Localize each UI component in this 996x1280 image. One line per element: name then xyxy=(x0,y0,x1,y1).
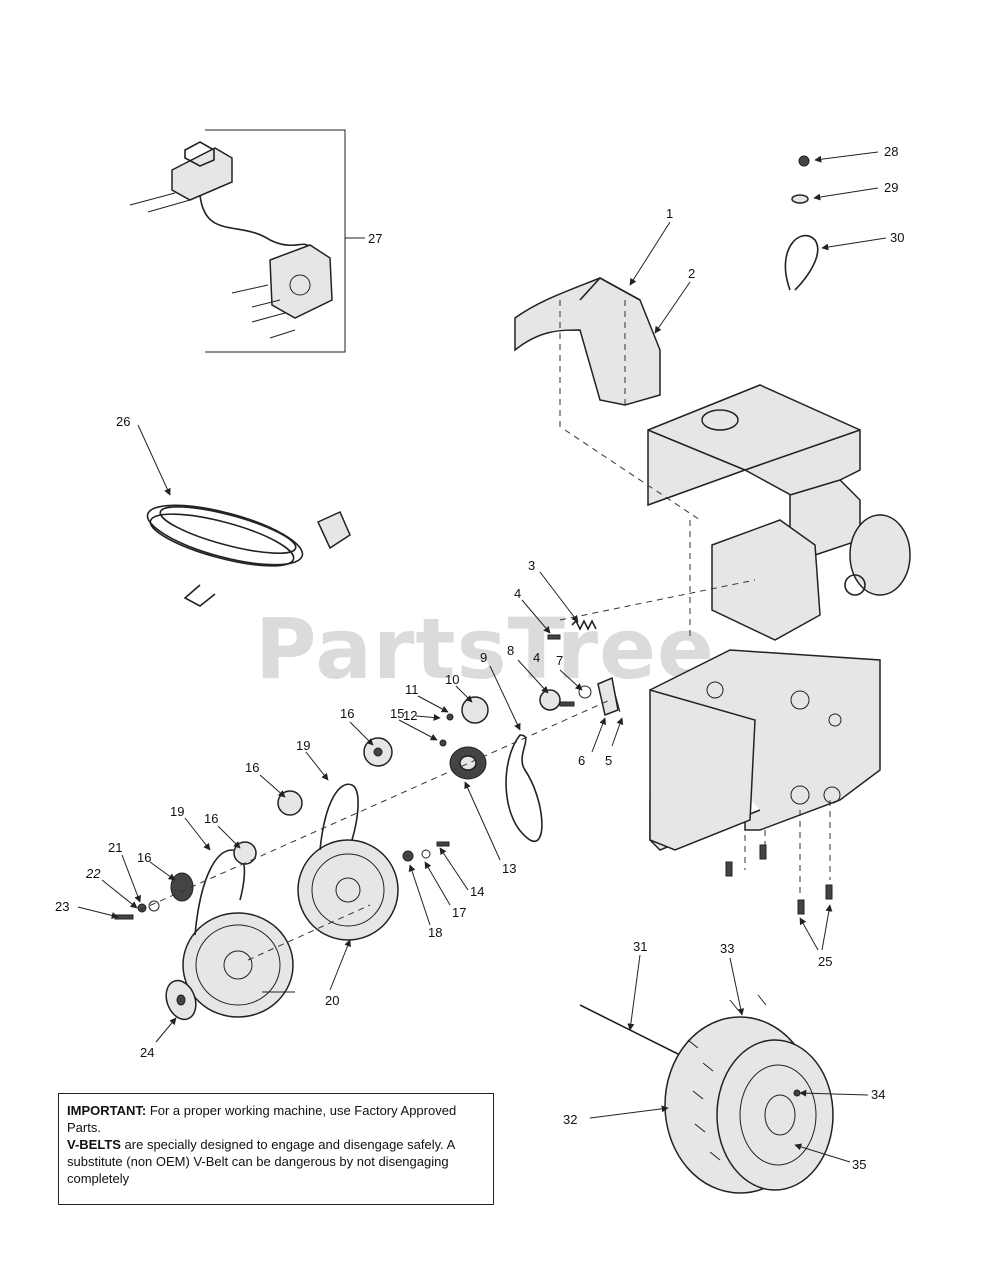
callout-11: 11 xyxy=(405,682,419,697)
callout-35: 35 xyxy=(852,1157,866,1172)
callout-2: 2 xyxy=(688,266,695,281)
callout-12: 12 xyxy=(403,708,417,723)
axle-and-wheel xyxy=(579,994,834,1194)
callout-23: 23 xyxy=(55,899,69,914)
callout-16b: 16 xyxy=(245,760,259,775)
callout-13: 13 xyxy=(502,861,516,876)
callout-4a: 4 xyxy=(514,586,521,601)
callout-19a: 19 xyxy=(296,738,310,753)
callout-32: 32 xyxy=(563,1112,577,1127)
callout-16a: 16 xyxy=(340,706,354,721)
callout-8: 8 xyxy=(507,643,514,658)
callout-14: 14 xyxy=(470,884,484,899)
electric-starter-kit xyxy=(129,129,346,353)
callout-15: 15 xyxy=(390,706,404,721)
callout-30: 30 xyxy=(890,230,904,245)
callout-24: 24 xyxy=(140,1045,154,1060)
shear-pin-and-clip xyxy=(784,155,819,291)
callout-28: 28 xyxy=(884,144,898,159)
callout-22: 22 xyxy=(85,866,101,881)
callout-33: 33 xyxy=(720,941,734,956)
callout-29: 29 xyxy=(884,180,898,195)
drive-pulleys-and-belts xyxy=(114,619,619,1021)
watermark-text: PartsTree xyxy=(255,600,715,698)
callout-27: 27 xyxy=(368,231,382,246)
callout-5: 5 xyxy=(605,753,612,768)
callout-20: 20 xyxy=(325,993,339,1008)
callout-leaders xyxy=(77,151,887,1163)
callout-10: 10 xyxy=(445,672,459,687)
callout-16d: 16 xyxy=(137,850,151,865)
extension-cord xyxy=(146,504,351,607)
callout-1: 1 xyxy=(666,206,673,221)
callout-34: 34 xyxy=(871,1087,885,1102)
vbelts-label: V-BELTS xyxy=(67,1137,121,1152)
important-note-box: IMPORTANT: For a proper working machine,… xyxy=(58,1093,494,1205)
callout-31: 31 xyxy=(633,939,647,954)
callout-26: 26 xyxy=(116,414,130,429)
important-text: For a proper working machine, use Factor… xyxy=(67,1103,457,1135)
callout-7: 7 xyxy=(556,653,563,668)
callout-18: 18 xyxy=(428,925,442,940)
important-label: IMPORTANT: xyxy=(67,1103,147,1118)
callout-25: 25 xyxy=(818,954,832,969)
callout-17: 17 xyxy=(452,905,466,920)
callout-4b: 4 xyxy=(533,650,540,665)
callout-21: 21 xyxy=(108,840,122,855)
vbelts-text: are specially designed to engage and dis… xyxy=(67,1137,455,1186)
belt-cover xyxy=(514,276,661,430)
frame-plate xyxy=(649,649,881,915)
callout-6: 6 xyxy=(578,753,585,768)
callout-3: 3 xyxy=(528,558,535,573)
engine xyxy=(559,384,911,641)
callout-16c: 16 xyxy=(204,811,218,826)
callout-9: 9 xyxy=(480,650,487,665)
callout-19b: 19 xyxy=(170,804,184,819)
callout-labels: 1 2 3 4 4 5 6 7 8 9 10 11 12 13 14 15 16… xyxy=(55,144,904,1172)
